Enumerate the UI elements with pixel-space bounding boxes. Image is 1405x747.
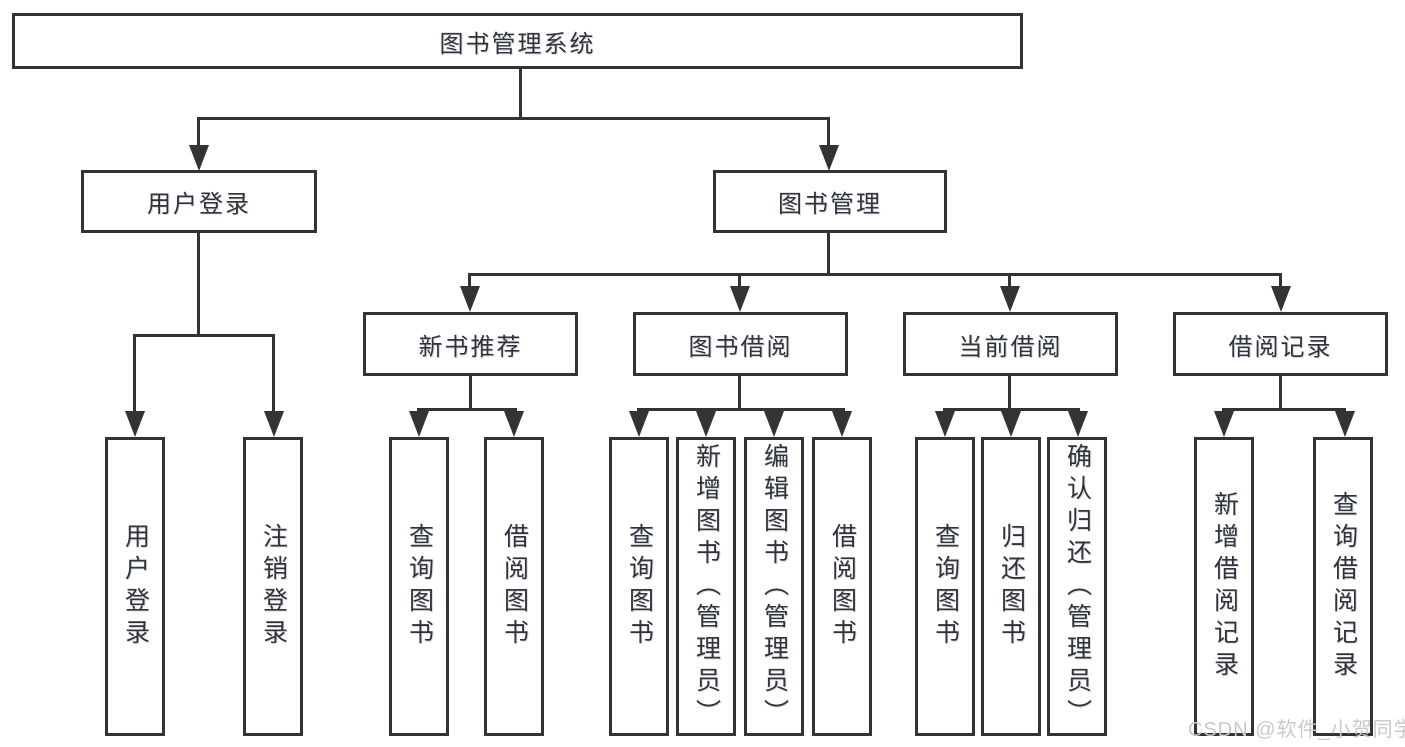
connector-level3-split	[468, 273, 1282, 276]
arrow-down-icon	[1335, 411, 1355, 437]
leaf-return-book: 归还图书	[981, 437, 1041, 736]
leaf-user-login: 用户登录	[105, 437, 165, 736]
node-book-management: 图书管理	[713, 170, 947, 233]
leaf-label: 借阅图书	[500, 522, 529, 651]
connector-drop	[1008, 273, 1011, 287]
leaf-label: 确认归还（管理员）	[1063, 442, 1092, 731]
csdn-watermark: CSDN @软件_小贺同学	[1188, 719, 1405, 741]
leaf-logout: 注销登录	[243, 437, 303, 736]
arrow-down-icon	[1271, 286, 1291, 312]
leaf-query-borrow-record: 查询借阅记录	[1313, 437, 1373, 736]
leaf-add-book-admin: 新增图书（管理员）	[676, 437, 736, 736]
connector-drop	[272, 334, 275, 412]
connector-stub	[1008, 376, 1011, 408]
node-new-book-recommend-label: 新书推荐	[418, 333, 523, 361]
node-root-label: 图书管理系统	[439, 30, 596, 58]
arrow-down-icon	[1214, 411, 1234, 437]
connector-drop	[1279, 273, 1282, 287]
leaf-borrow-book-2: 借阅图书	[812, 437, 872, 736]
connector-drop	[468, 273, 471, 287]
connector-user-login-drop	[197, 117, 200, 147]
leaf-label: 查询借阅记录	[1329, 490, 1358, 683]
arrow-down-icon	[764, 411, 784, 437]
leaf-label: 借阅图书	[828, 522, 857, 651]
arrow-down-icon	[832, 411, 852, 437]
arrow-down-icon	[264, 411, 284, 437]
connector-drop	[133, 334, 136, 412]
node-new-book-recommend: 新书推荐	[363, 312, 578, 376]
node-book-management-label: 图书管理	[778, 191, 882, 218]
leaf-label: 查询图书	[405, 522, 434, 651]
node-current-borrow-label: 当前借阅	[958, 333, 1063, 361]
connector-stub	[469, 376, 472, 408]
leaf-borrow-book-1: 借阅图书	[484, 437, 544, 736]
leaf-label: 注销登录	[259, 522, 288, 651]
node-book-borrow: 图书借阅	[633, 312, 848, 376]
leaf-label: 新增图书（管理员）	[692, 442, 721, 731]
connector-book-mgmt-stub	[827, 233, 830, 273]
leaf-label: 查询图书	[931, 522, 960, 651]
connector-user-login-stub	[197, 233, 200, 334]
connector-book-mgmt-drop	[827, 117, 830, 147]
connector-root-stub	[519, 69, 522, 117]
connector-stub	[738, 376, 741, 408]
leaf-add-borrow-record: 新增借阅记录	[1194, 437, 1254, 736]
leaf-query-book-3: 查询图书	[915, 437, 975, 736]
arrow-down-icon	[935, 411, 955, 437]
leaf-label: 查询图书	[625, 522, 654, 651]
node-current-borrow: 当前借阅	[903, 312, 1118, 376]
arrow-down-icon	[696, 411, 716, 437]
leaf-confirm-return-admin: 确认归还（管理员）	[1047, 437, 1107, 736]
node-borrow-record: 借阅记录	[1173, 312, 1388, 376]
node-root: 图书管理系统	[12, 13, 1023, 69]
arrow-down-icon	[125, 411, 145, 437]
connector-user-login-split	[133, 334, 275, 337]
node-borrow-record-label: 借阅记录	[1228, 333, 1333, 361]
arrow-down-icon	[1068, 411, 1088, 437]
connector-split	[637, 408, 845, 411]
connector-stub	[1279, 376, 1282, 408]
node-user-login-label: 用户登录	[147, 191, 251, 218]
connector-level2-split	[197, 117, 830, 120]
leaf-label: 编辑图书（管理员）	[760, 442, 789, 731]
leaf-query-book-1: 查询图书	[389, 437, 449, 736]
leaf-label: 归还图书	[997, 522, 1026, 651]
leaf-edit-book-admin: 编辑图书（管理员）	[744, 437, 804, 736]
node-book-borrow-label: 图书借阅	[688, 333, 793, 361]
connector-drop	[738, 273, 741, 287]
node-user-login: 用户登录	[81, 170, 317, 233]
arrow-down-icon	[1001, 411, 1021, 437]
arrow-down-icon	[409, 411, 429, 437]
leaf-label: 用户登录	[121, 522, 150, 651]
leaf-label: 新增借阅记录	[1210, 490, 1239, 683]
arrow-down-icon	[1000, 286, 1020, 312]
arrow-down-icon	[504, 411, 524, 437]
arrow-down-icon	[819, 145, 839, 171]
arrow-down-icon	[460, 286, 480, 312]
leaf-query-book-2: 查询图书	[609, 437, 669, 736]
connector-split	[417, 408, 517, 411]
arrow-down-icon	[189, 145, 209, 171]
connector-split	[1222, 408, 1346, 411]
arrow-down-icon	[730, 286, 750, 312]
arrow-down-icon	[629, 411, 649, 437]
